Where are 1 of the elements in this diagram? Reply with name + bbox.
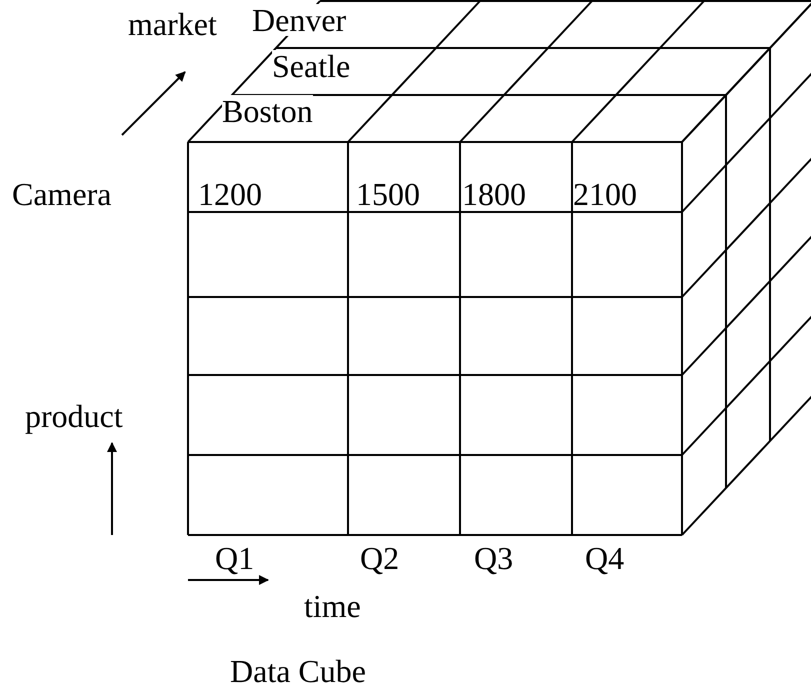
- market-label: Denver: [252, 4, 346, 36]
